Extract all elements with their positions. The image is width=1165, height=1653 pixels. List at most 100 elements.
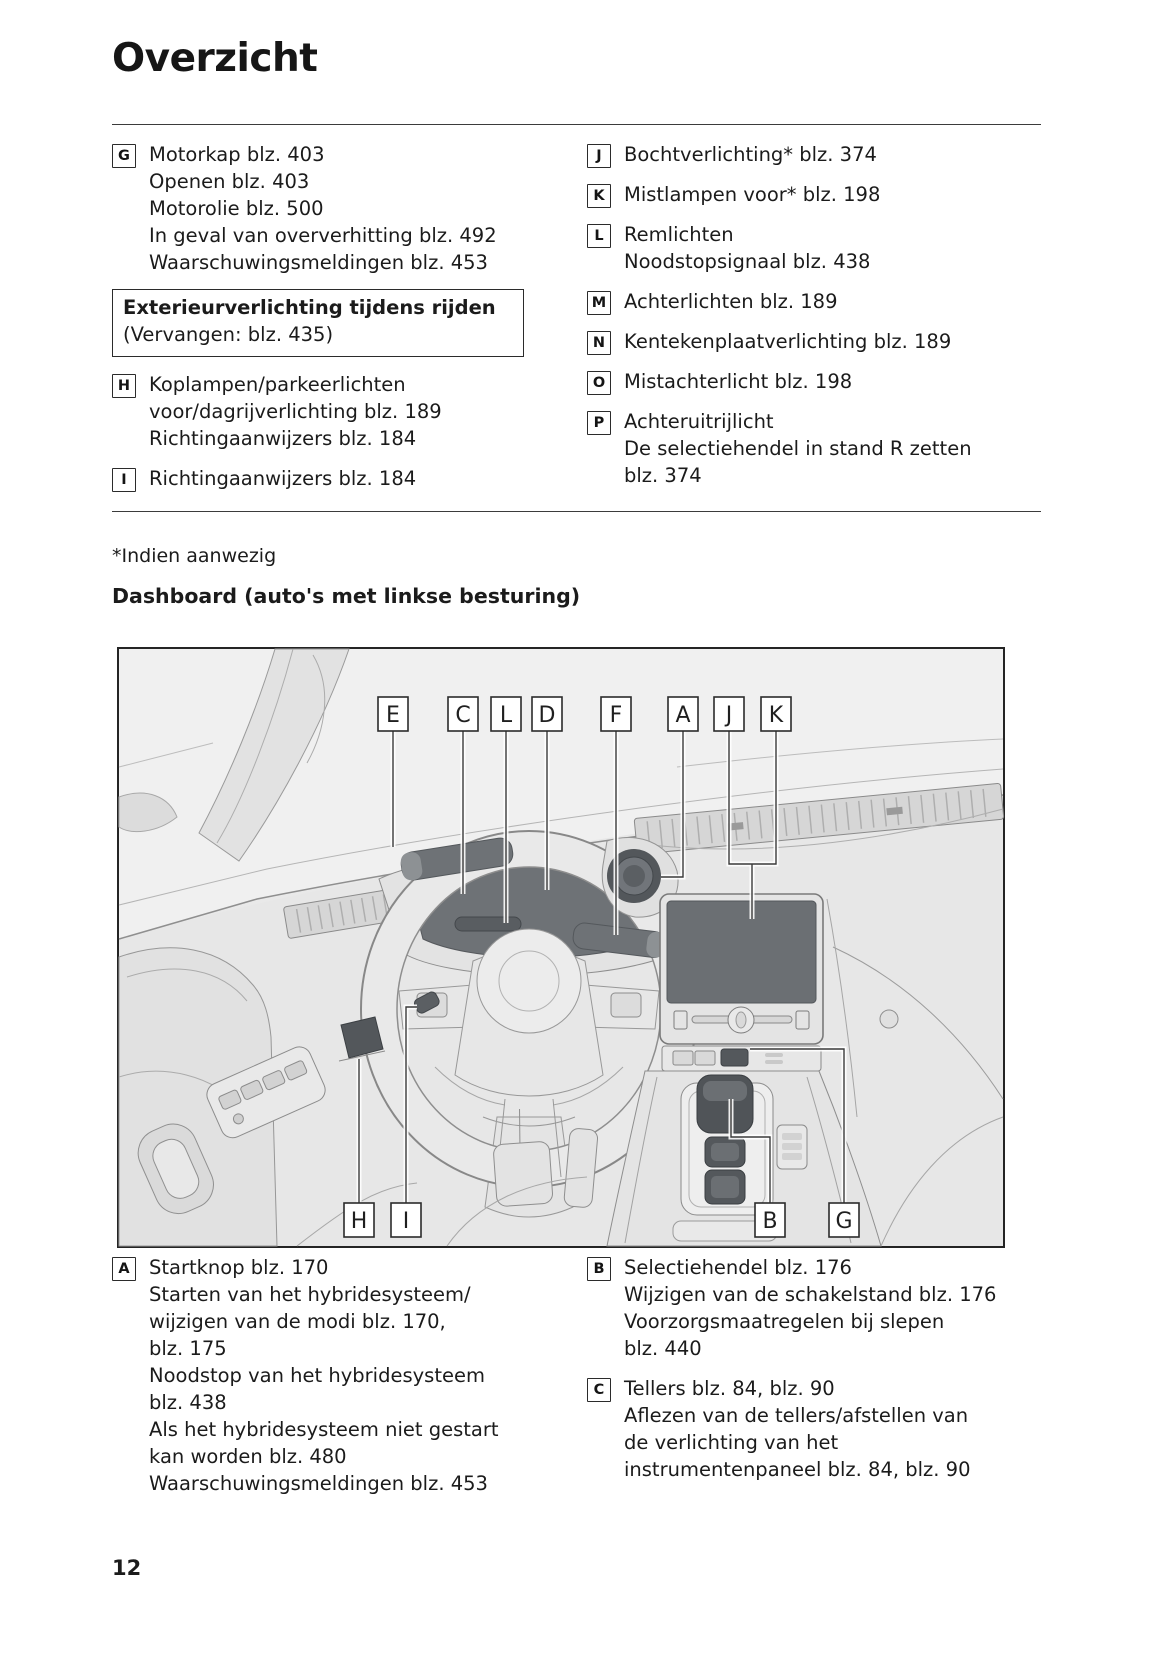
diagram-label-box-j: [713, 696, 745, 732]
legend-line: Motorolie blz. 500: [149, 197, 324, 220]
legend-line: Openen blz. 403: [149, 170, 310, 193]
legend-key-c: C: [587, 1378, 611, 1402]
screen-button-left: [673, 1010, 688, 1030]
legend-line: Mistachterlicht blz. 198: [624, 370, 853, 393]
legend-line: Mistlampen voor* blz. 198: [624, 183, 881, 206]
column-top-pad: [454, 916, 522, 932]
legend-line: Noodstop van het hybridesysteem: [149, 1364, 485, 1387]
exterior-lighting-note-box: Exterieurverlichting tijdens rijden (Ver…: [112, 289, 524, 357]
hood-release-lever: [340, 1016, 384, 1059]
legend-key-o: O: [587, 371, 611, 395]
light-stalk: [400, 837, 514, 881]
diagram-label-h: H: [351, 1209, 368, 1234]
legend-key-i: I: [112, 468, 136, 492]
legend-line: Noodstopsignaal blz. 438: [624, 250, 871, 273]
legend-line: Achterlichten blz. 189: [624, 290, 838, 313]
legend-line: instrumentenpaneel blz. 84, blz. 90: [624, 1458, 971, 1481]
accelerator-pedal: [563, 1128, 599, 1208]
legend-line: blz. 440: [624, 1337, 702, 1360]
legend-column-bottom-right: B Selectiehendel blz. 176 Wijzigen van d…: [587, 1254, 1035, 1496]
diagram-label-c: C: [455, 703, 470, 728]
legend-line: Achteruitrijlicht: [624, 410, 774, 433]
legend-line: blz. 438: [149, 1391, 227, 1414]
legend-line: Richtingaanwijzers blz. 184: [149, 427, 417, 450]
legend-lines: Richtingaanwijzers blz. 184: [149, 465, 416, 492]
diagram-label-f: F: [610, 703, 623, 728]
legend-lines: Selectiehendel blz. 176 Wijzigen van de …: [624, 1254, 996, 1362]
legend-entry-h: H Koplampen/parkeerlichten voor/dagrijve…: [112, 371, 574, 452]
legend-line: Wijzigen van de schakelstand blz. 176: [624, 1283, 997, 1306]
diagram-label-box-c: [447, 696, 479, 732]
legend-line: wijzigen van de modi blz. 170,: [149, 1310, 446, 1333]
window-line: [118, 742, 214, 768]
legend-entry-c: C Tellers blz. 84, blz. 90 Aflezen van d…: [587, 1375, 1035, 1483]
diagram-label-box-l: [490, 696, 522, 732]
legend-key-b: B: [587, 1257, 611, 1281]
vent-trim-line: [634, 808, 1004, 850]
legend-column-bottom-left: A Startknop blz. 170 Starten van het hyb…: [112, 1254, 582, 1510]
diagram-label-box-d: [531, 696, 563, 732]
legend-line: Remlichten: [624, 223, 734, 246]
diagram-label-box-f: [600, 696, 632, 732]
dash-accessory-socket: [879, 1009, 899, 1029]
legend-entry-g: G Motorkap blz. 403 Openen blz. 403 Moto…: [112, 141, 574, 276]
diagram-label-box-h: [343, 1202, 375, 1238]
legend-entry-k: K Mistlampen voor* blz. 198: [587, 181, 1035, 208]
dashboard-diagram: E C L D F A J K H I B G: [117, 647, 1005, 1248]
legend-entry-o: O Mistachterlicht blz. 198: [587, 368, 1035, 395]
a-pillar-seam: [216, 648, 294, 844]
legend-line: Richtingaanwijzers blz. 184: [149, 467, 417, 490]
legend-key-k: K: [587, 184, 611, 208]
legend-column-top-right: J Bochtverlichting* blz. 374 K Mistlampe…: [587, 141, 1035, 502]
legend-line: blz. 374: [624, 464, 702, 487]
grab-handle: [306, 654, 326, 764]
page-title: Overzicht: [112, 36, 318, 81]
legend-line: blz. 175: [149, 1337, 227, 1360]
legend-line: Aflezen van de tellers/afstellen van: [624, 1404, 969, 1427]
legend-line: Startknop blz. 170: [149, 1256, 329, 1279]
diagram-label-box-e: [377, 696, 409, 732]
door-trim-line: [126, 968, 248, 1002]
legend-entry-m: M Achterlichten blz. 189: [587, 288, 1035, 315]
diagram-label-a: A: [675, 703, 690, 728]
door-handle: [137, 1123, 214, 1215]
side-mirror: [118, 792, 178, 833]
brake-pedal: [493, 1109, 553, 1207]
legend-line: Bochtverlichting* blz. 374: [624, 143, 877, 166]
dashboard-heading: Dashboard (auto's met linkse besturing): [112, 584, 581, 608]
legend-entry-b: B Selectiehendel blz. 176 Wijzigen van d…: [587, 1254, 1035, 1362]
touchscreen: [666, 900, 817, 1004]
diagram-label-l: L: [500, 703, 513, 728]
emblem-ring: [498, 950, 560, 1012]
legend-line: In geval van oververhitting blz. 492: [149, 224, 497, 247]
divider-top: [112, 124, 1041, 125]
legend-line: Waarschuwingsmeldingen blz. 453: [149, 251, 488, 274]
legend-key-h: H: [112, 374, 136, 398]
legend-entry-a: A Startknop blz. 170 Starten van het hyb…: [112, 1254, 582, 1497]
legend-key-p: P: [587, 411, 611, 435]
diagram-label-j: J: [724, 703, 733, 728]
hazard-button: [720, 1048, 749, 1067]
diagram-label-box-g: [828, 1202, 860, 1238]
legend-line: De selectiehendel in stand R zetten: [624, 437, 972, 460]
note-box-subtitle: (Vervangen: blz. 435): [123, 323, 334, 346]
legend-column-top-left: G Motorkap blz. 403 Openen blz. 403 Moto…: [112, 141, 574, 505]
legend-line: Selectiehendel blz. 176: [624, 1256, 852, 1279]
legend-entry-j: J Bochtverlichting* blz. 374: [587, 141, 1035, 168]
legend-lines: Koplampen/parkeerlichten voor/dagrijverl…: [149, 371, 442, 452]
panel-button: [694, 1050, 716, 1066]
glovebox-seam: [832, 946, 1004, 1100]
legend-line: Tellers blz. 84, blz. 90: [624, 1377, 835, 1400]
legend-lines: Tellers blz. 84, blz. 90 Aflezen van de …: [624, 1375, 971, 1483]
legend-key-g: G: [112, 144, 136, 168]
diagram-label-e: E: [386, 703, 400, 728]
legend-key-a: A: [112, 1257, 136, 1281]
legend-line: Kentekenplaatverlichting blz. 189: [624, 330, 952, 353]
divider-middle: [112, 511, 1041, 512]
legend-line: Voorzorgsmaatregelen bij slepen: [624, 1310, 945, 1333]
dashboard-diagram-svg: E C L D F A J K H I B G: [117, 647, 1005, 1248]
legend-line: kan worden blz. 480: [149, 1445, 347, 1468]
legend-entry-n: N Kentekenplaatverlichting blz. 189: [587, 328, 1035, 355]
windshield-lower-edge: [118, 768, 1004, 906]
